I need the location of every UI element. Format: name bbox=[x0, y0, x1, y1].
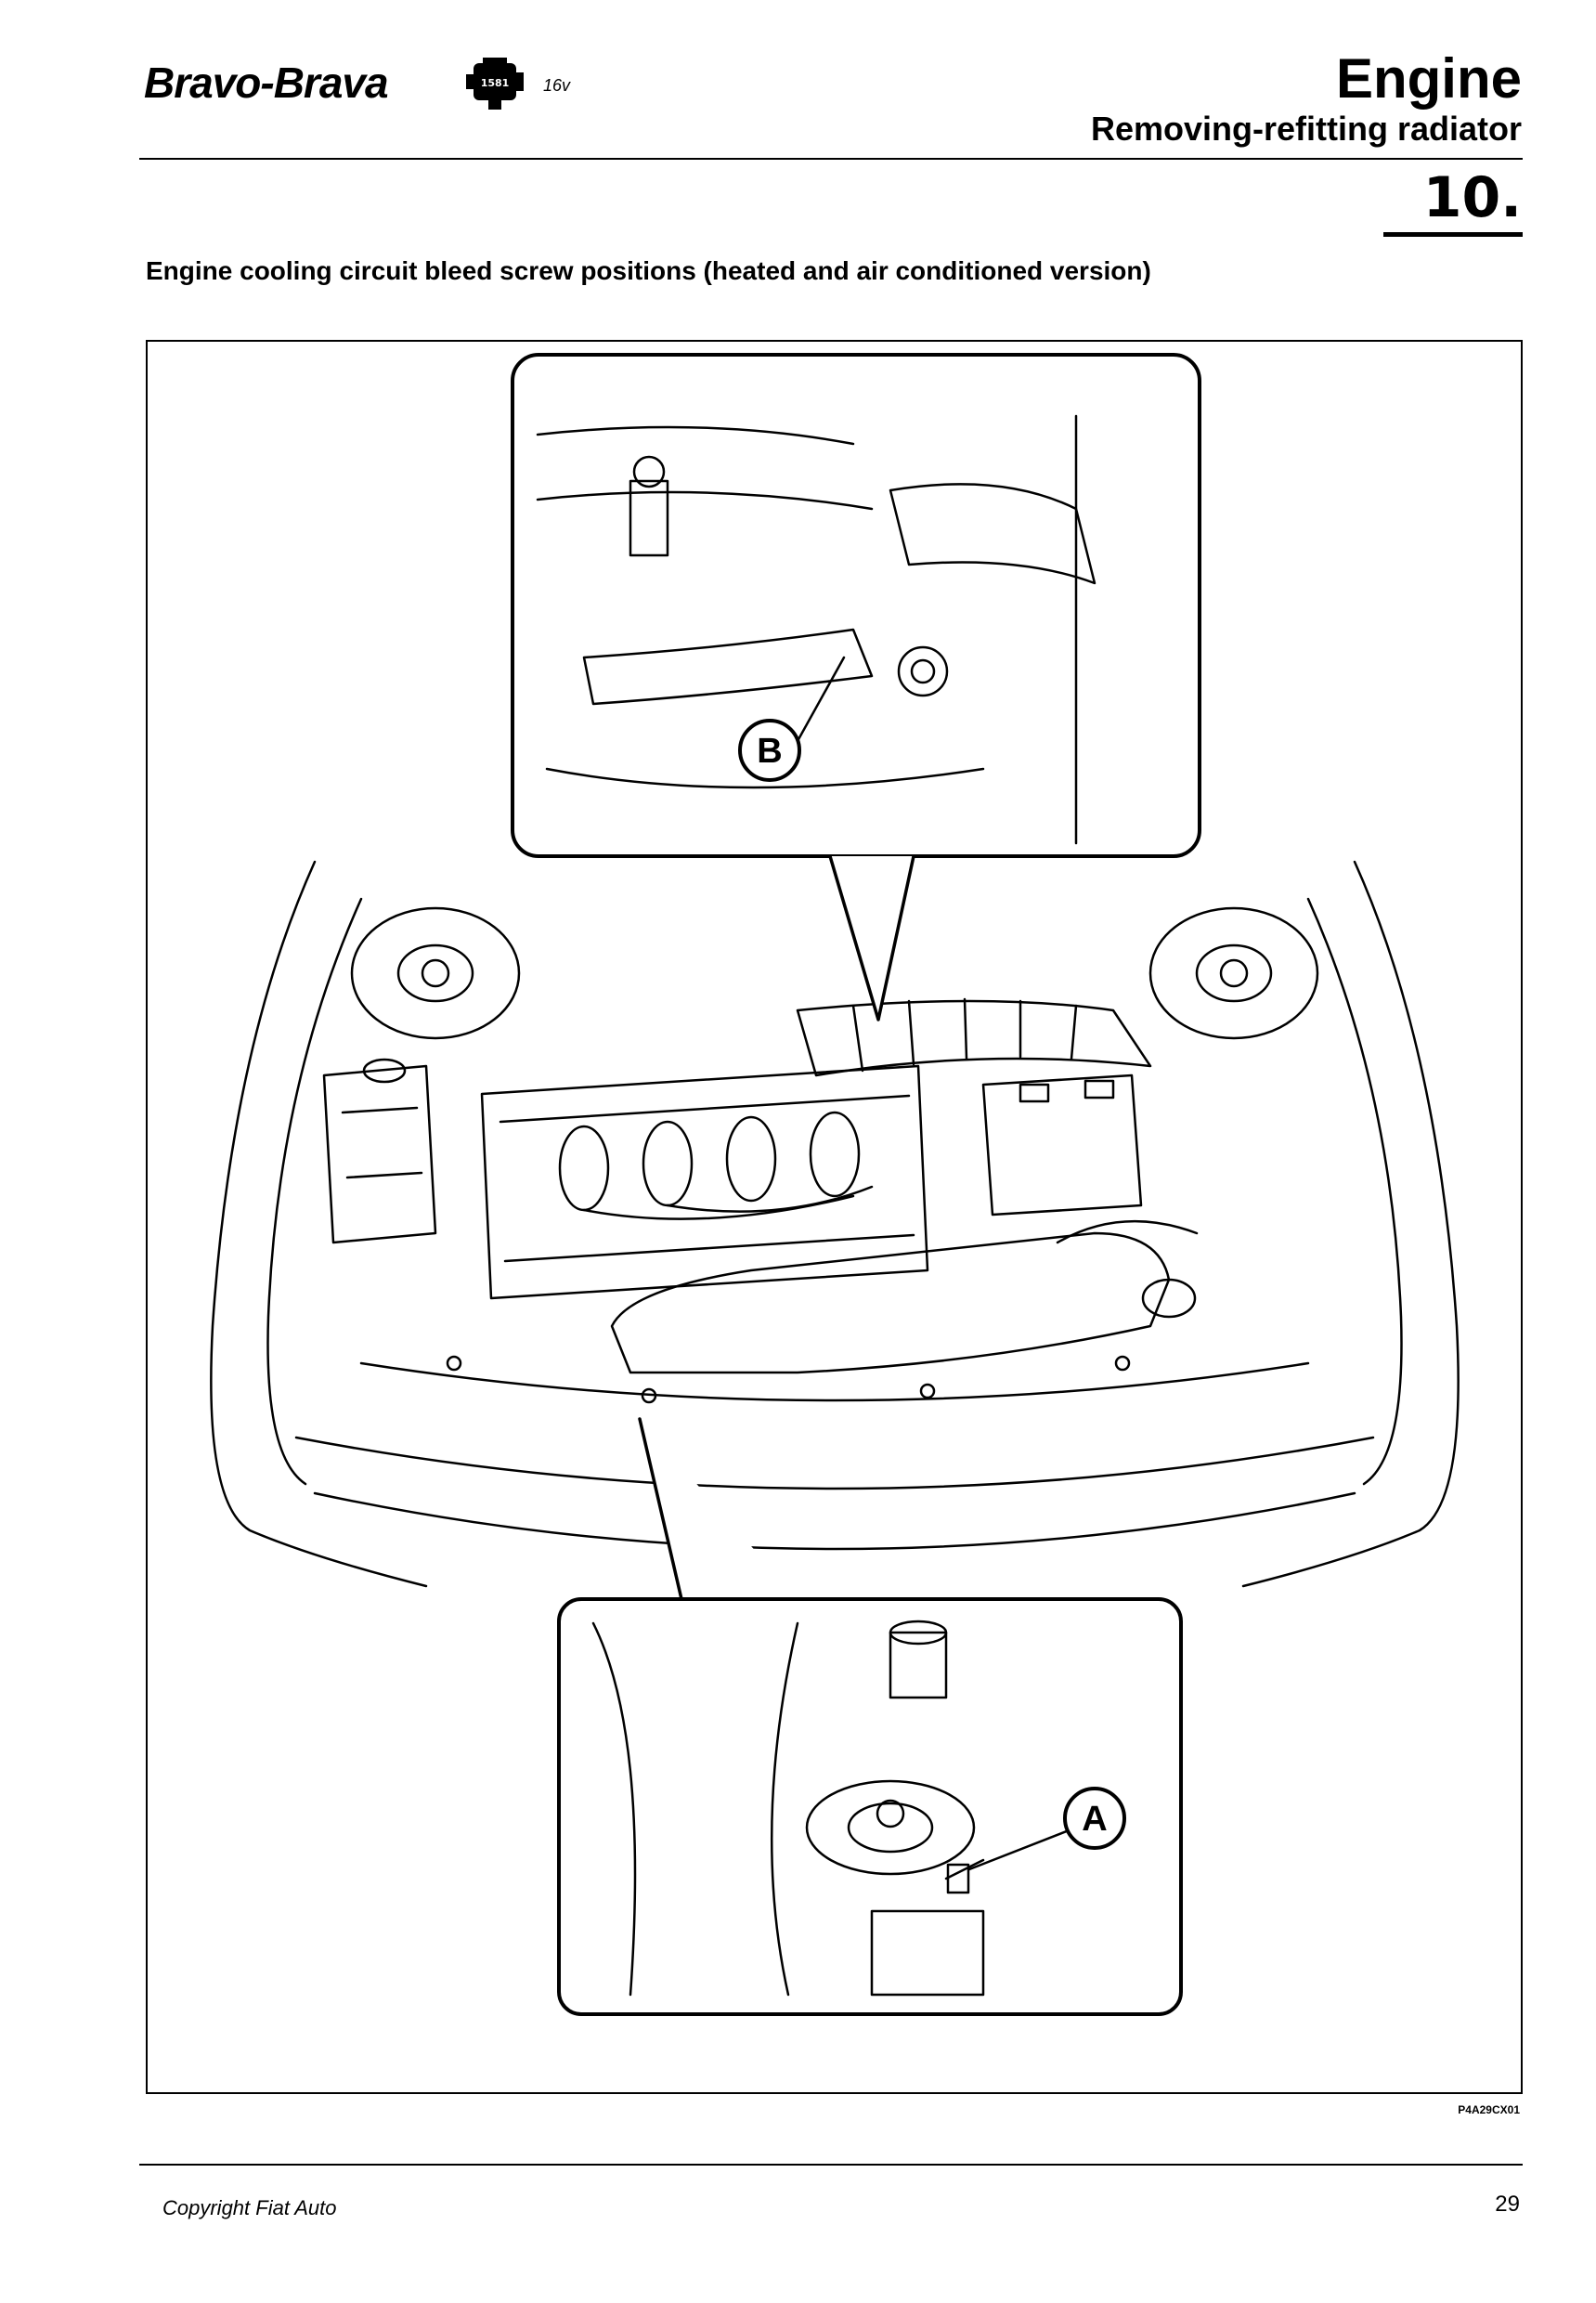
engine-icon: 1581 bbox=[466, 58, 524, 110]
engine-bay-illustration: B A bbox=[146, 340, 1523, 2094]
figure-caption: Engine cooling circuit bleed screw posit… bbox=[146, 256, 1151, 285]
callout-b: B bbox=[757, 732, 782, 771]
air-intake-hose bbox=[796, 997, 1152, 1077]
section-title: Engine bbox=[1335, 47, 1522, 110]
car-body-outline bbox=[210, 841, 1460, 1588]
footer-divider bbox=[139, 2164, 1523, 2166]
left-strut-tower bbox=[350, 906, 521, 1040]
air-filter-box bbox=[610, 1219, 1199, 1374]
page-number: 29 bbox=[1495, 2192, 1520, 2217]
right-strut-tower bbox=[1148, 906, 1319, 1040]
inset-detail-b: B bbox=[511, 353, 1201, 1021]
callout-a: A bbox=[1082, 1800, 1107, 1839]
engine-code: 1581 bbox=[481, 77, 510, 89]
figure-code: P4A29CX01 bbox=[1458, 2103, 1520, 2116]
battery bbox=[981, 1073, 1143, 1217]
chapter-number: 10. bbox=[1422, 165, 1522, 230]
engine-block bbox=[480, 1064, 929, 1300]
expansion-tank bbox=[322, 1058, 437, 1244]
header-divider bbox=[139, 158, 1523, 160]
front-cross-member bbox=[359, 1355, 1310, 1404]
copyright-notice: Copyright Fiat Auto bbox=[162, 2196, 337, 2219]
brand-title: Bravo-Brava bbox=[144, 59, 389, 107]
valves-label: 16v bbox=[543, 76, 571, 95]
inset-detail-a: A bbox=[557, 1417, 1183, 2016]
chapter-underline bbox=[1383, 232, 1523, 237]
subsection-title: Removing-refitting radiator bbox=[1090, 110, 1522, 148]
